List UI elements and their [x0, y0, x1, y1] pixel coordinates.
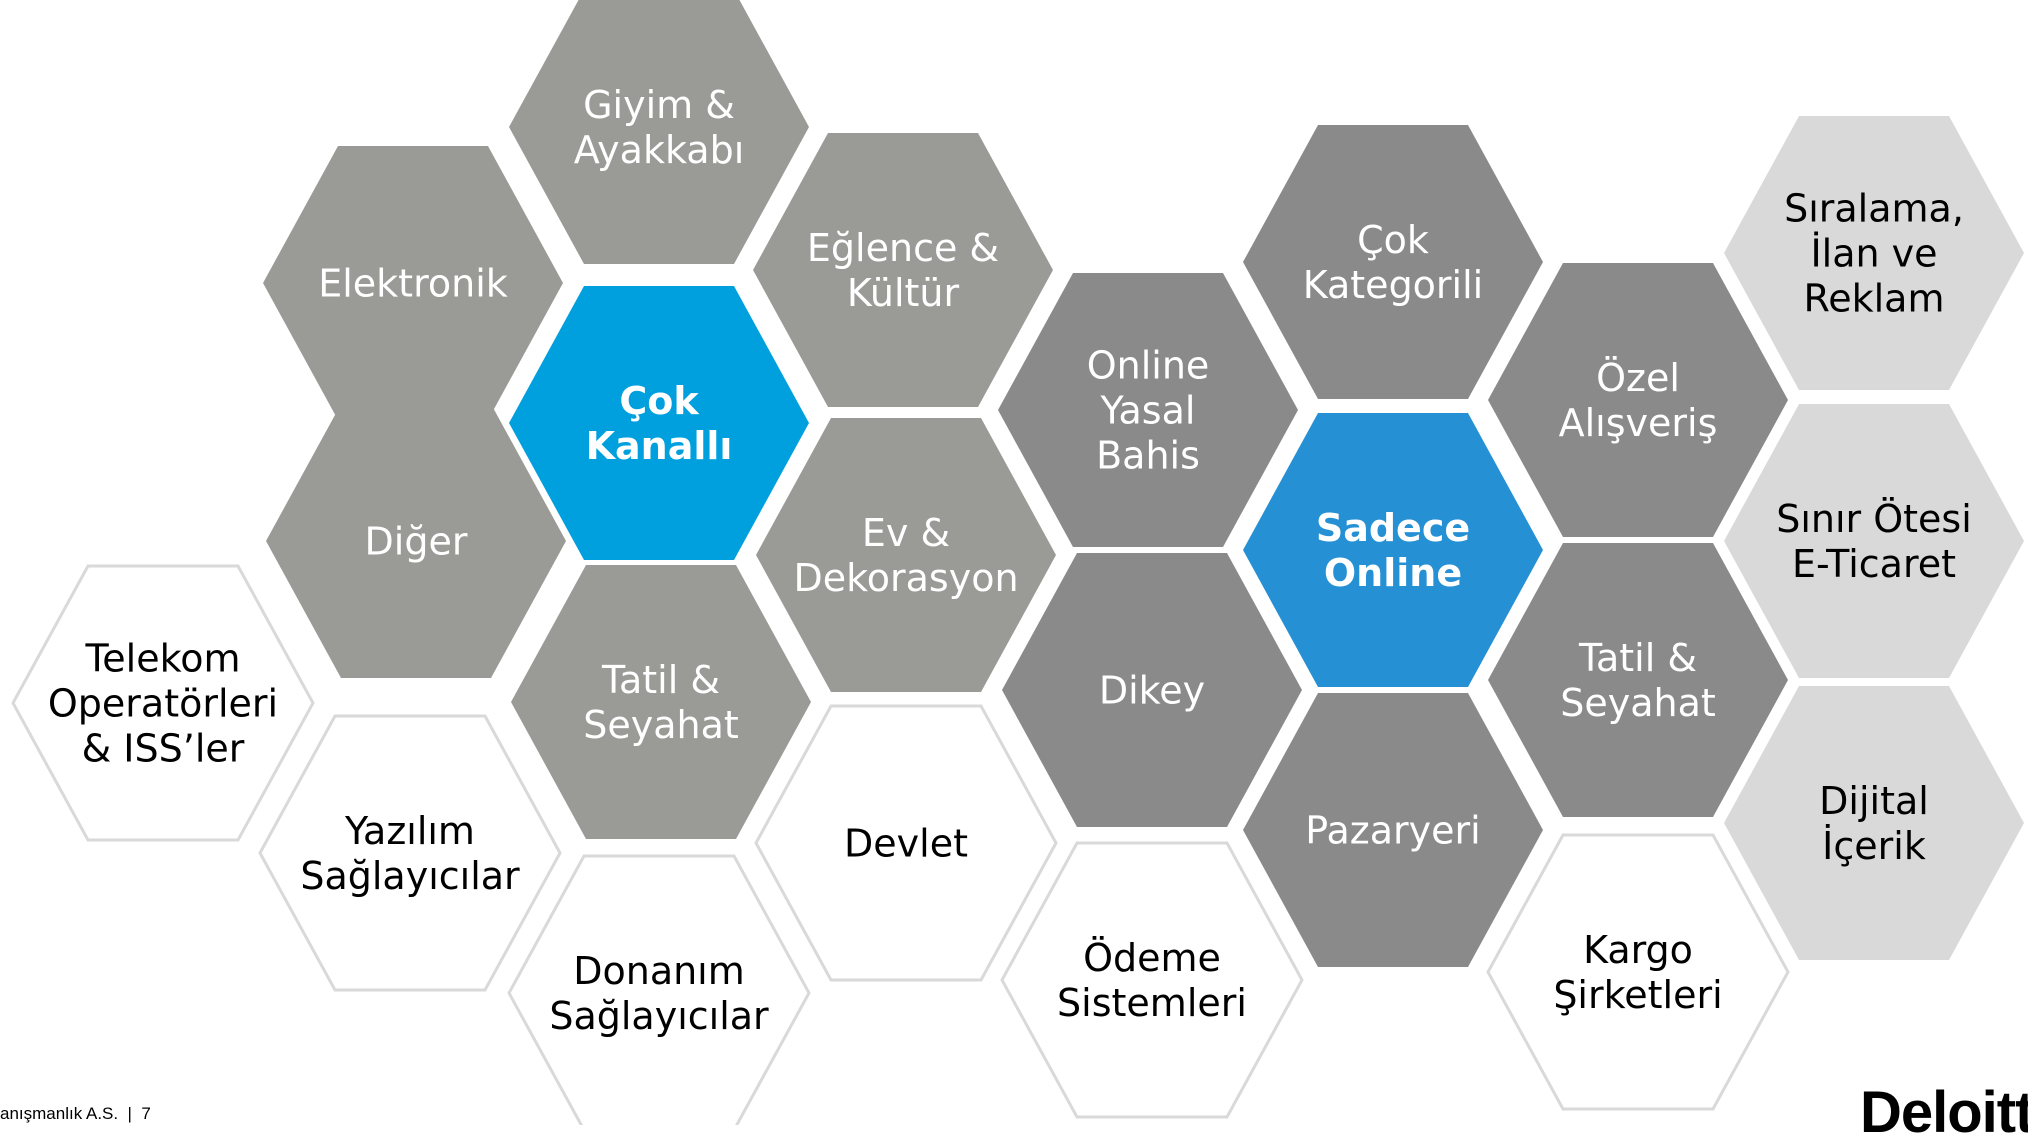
hexagon-label-line: Sıralama, — [1784, 186, 1964, 230]
hexagon-label-line: Donanım — [573, 949, 745, 993]
hexagon-label-line: Kanallı — [586, 424, 733, 468]
deloitte-logo: Deloitt — [1860, 1080, 2028, 1145]
hexagon-shape — [1488, 543, 1788, 817]
hexagon-elektronik: Elektronik — [263, 146, 563, 420]
hexagon-dikey: Dikey — [1002, 553, 1302, 827]
hexagon-shape — [998, 273, 1298, 547]
hexagon-label-line: Seyahat — [583, 703, 739, 747]
hexagon-label-line: Çok — [1357, 218, 1429, 262]
hexagon-label-line: Tatil & — [601, 658, 720, 702]
hexagon-label-line: Yasal — [1100, 388, 1196, 432]
hexagon-label-line: Dikey — [1099, 668, 1205, 712]
hexagon-label-line: Giyim & — [583, 83, 735, 127]
hexagon-label-line: Devlet — [844, 821, 968, 865]
hexagon-shape — [1002, 553, 1302, 827]
hexagon-devlet: Devlet — [754, 704, 1058, 982]
hexagon-shape — [1724, 404, 2024, 678]
hexagon-label-line: Kültür — [847, 271, 960, 315]
hexagon-shape — [511, 565, 811, 839]
hexagon-shape — [1724, 686, 2024, 960]
hexagon-label-line: Dekorasyon — [793, 556, 1018, 600]
hexagon-label-line: Sağlayıcılar — [300, 854, 520, 898]
hexagon-giyim-ayakkabi: Giyim &Ayakkabı — [509, 0, 809, 264]
hexagon-label-line: Dijital — [1819, 779, 1929, 823]
hexagon-label-line: Telekom — [85, 636, 241, 680]
hexagon-shape — [11, 564, 315, 842]
hexagon-shape — [509, 0, 809, 264]
hexagon-shape — [1488, 263, 1788, 537]
hexagon-label-line: Diğer — [365, 519, 468, 563]
hexagon-label-line: E-Ticaret — [1792, 542, 1956, 586]
hexagon-diger: Diğer — [266, 404, 566, 678]
hexagon-label-line: Sınır Ötesi — [1776, 497, 1972, 541]
hexagon-label-line: Kategorili — [1303, 263, 1483, 307]
hexagon-shape — [258, 714, 562, 992]
hexagon-label-line: Sistemleri — [1057, 981, 1247, 1025]
hexagon-label-line: Seyahat — [1560, 681, 1716, 725]
hexagon-label-line: Sağlayıcılar — [549, 994, 769, 1038]
hexagon-label-line: & ISS’ler — [82, 726, 245, 770]
hexagon-label-line: Elektronik — [318, 261, 508, 305]
hexagon-label-line: İçerik — [1822, 824, 1926, 868]
hexagon-shape — [1243, 413, 1543, 687]
hexagon-label-line: Şirketleri — [1553, 973, 1722, 1017]
hexagon-shape — [1000, 841, 1304, 1119]
hexagon-label-line: Kargo — [1583, 928, 1693, 972]
hexagon-label-line: Reklam — [1804, 276, 1945, 320]
hexagon-shape — [509, 286, 809, 560]
hexagon-shape — [263, 146, 563, 420]
hexagon-pazaryeri: Pazaryeri — [1243, 693, 1543, 967]
hexagon-label-line: Online — [1324, 551, 1462, 595]
hexagon-shape — [1243, 693, 1543, 967]
footer-text: anışmanlık A.S. | 7 — [0, 1104, 151, 1123]
hexagon-shape — [1486, 833, 1790, 1111]
hexagon-shape — [754, 704, 1058, 982]
hexagon-label-line: Ev & — [862, 511, 950, 555]
hexagon-shape — [266, 404, 566, 678]
hexagon-shape — [1243, 125, 1543, 399]
hexagon-label-line: Ayakkabı — [574, 128, 745, 172]
hexagon-label-line: Ödeme — [1083, 936, 1221, 980]
hexagon-label-line: Yazılım — [344, 809, 475, 853]
hexagon-ev-dekorasyon: Ev &Dekorasyon — [756, 418, 1056, 692]
hexagon-label-line: İlan ve — [1810, 231, 1937, 275]
hexagon-shape — [753, 133, 1053, 407]
hexagon-shape — [507, 854, 811, 1125]
hexagon-label-line: Eğlence & — [807, 226, 999, 270]
hexagon-label-line: Bahis — [1096, 433, 1200, 477]
hexagon-label-line: Alışveriş — [1559, 401, 1718, 445]
hexagon-label-line: Sadece — [1316, 506, 1470, 550]
hexagon-label-line: Tatil & — [1578, 636, 1697, 680]
hexagon-shape — [756, 418, 1056, 692]
hexagon-tatil-seyahat-right: Tatil &Seyahat — [1488, 543, 1788, 817]
hexagon-label-line: Çok — [619, 379, 699, 423]
hexagon-shape — [1724, 116, 2024, 390]
hexagon-eglence-kultur: Eğlence &Kültür — [753, 133, 1053, 407]
hexagon-label-line: Özel — [1596, 356, 1680, 400]
hexagon-label-line: Pazaryeri — [1305, 808, 1480, 852]
hexagon-label-line: Online — [1087, 343, 1210, 387]
hexagon-label-line: Operatörleri — [48, 681, 278, 725]
hexagon-tatil-seyahat-left: Tatil &Seyahat — [511, 565, 811, 839]
